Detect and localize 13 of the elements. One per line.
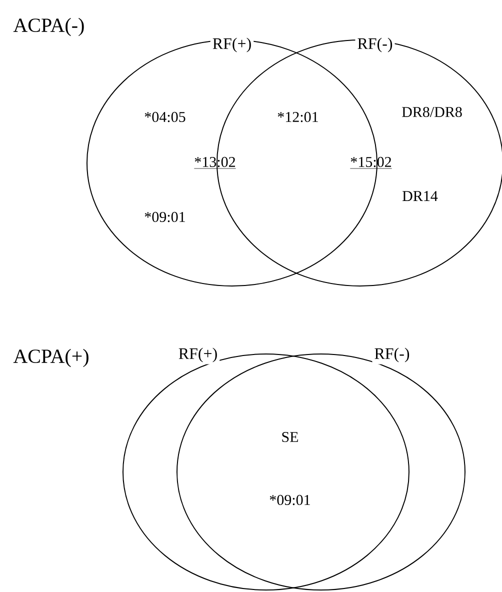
panel-label: ACPA(-) xyxy=(13,18,84,36)
allele-label: *09:01 xyxy=(144,212,185,222)
allele-label: *04:05 xyxy=(144,112,186,122)
panel-label: ACPA(+) xyxy=(13,348,88,368)
set-label: RF(+) xyxy=(210,36,254,54)
allele-label: *12:01 xyxy=(278,112,318,122)
set-label: RF(-) xyxy=(372,346,412,364)
allele-label: DR14 xyxy=(402,191,438,201)
set-label: RF(-) xyxy=(355,36,395,54)
allele-label: *09:01 xyxy=(270,494,310,506)
set-label: RF(+) xyxy=(176,346,220,364)
allele-label: SE xyxy=(282,432,298,442)
allele-label: DR8/DR8 xyxy=(402,106,462,118)
